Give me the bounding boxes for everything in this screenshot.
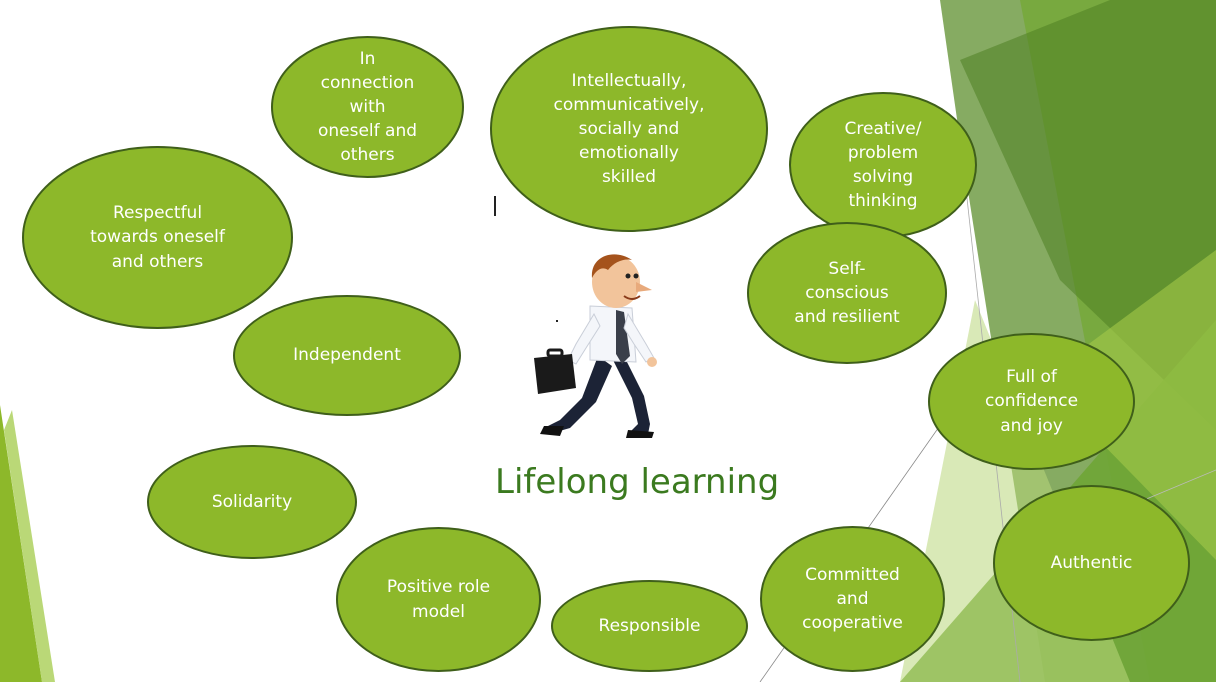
- bubble-creative-thinking: Creative/ problem solving thinking: [789, 92, 977, 238]
- bubble-label: Solidarity: [211, 491, 293, 512]
- bubble-authentic: Authentic: [993, 485, 1190, 641]
- bubble-label: Intellectually, communicatively, sociall…: [553, 70, 705, 188]
- bubble-label: Creative/ problem solving thinking: [844, 118, 922, 212]
- stray-dot: [556, 320, 558, 322]
- bubble-independent: Independent: [233, 295, 461, 416]
- bubble-in-connection: In connection with oneself and others: [271, 36, 464, 178]
- bubble-label: In connection with oneself and others: [317, 48, 418, 166]
- bubble-self-conscious: Self- conscious and resilient: [747, 222, 947, 364]
- bubble-responsible: Responsible: [551, 580, 748, 672]
- bubble-label: Committed and cooperative: [802, 564, 903, 634]
- center-title: Lifelong learning: [495, 462, 780, 502]
- bubble-confidence-joy: Full of confidence and joy: [928, 333, 1135, 470]
- bubble-respectful: Respectful towards oneself and others: [22, 146, 293, 329]
- bubble-label: Positive role model: [386, 577, 491, 622]
- bubble-label: Responsible: [598, 615, 701, 636]
- stray-mark: [494, 196, 496, 216]
- bubble-label: Self- conscious and resilient: [794, 258, 900, 328]
- bubble-label: Independent: [293, 345, 401, 366]
- walking-businessman-illustration: [534, 254, 657, 438]
- bubble-solidarity: Solidarity: [147, 445, 357, 559]
- bubble-label: Respectful towards oneself and others: [90, 203, 225, 272]
- bubble-label: Full of confidence and joy: [984, 367, 1079, 436]
- bubble-label: Authentic: [1050, 552, 1133, 573]
- bubble-intellectually-skilled: Intellectually, communicatively, sociall…: [490, 26, 768, 232]
- bubble-positive-role-model: Positive role model: [336, 527, 541, 672]
- bubble-committed-cooperative: Committed and cooperative: [760, 526, 945, 672]
